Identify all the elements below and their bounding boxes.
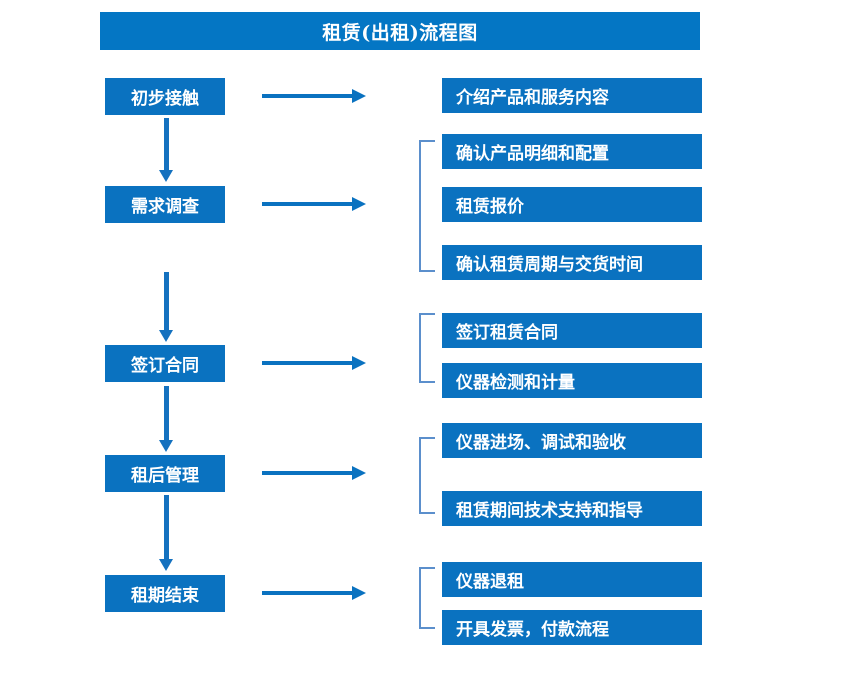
detail-label: 确认租赁周期与交货时间 bbox=[456, 255, 643, 275]
right-arrow-stage-2 bbox=[262, 197, 366, 211]
right-arrow-stage-5 bbox=[262, 586, 366, 600]
arrow-head bbox=[352, 466, 366, 480]
stage-label: 租期结束 bbox=[131, 586, 199, 606]
detail-box-1[interactable]: 介绍产品和服务内容 bbox=[442, 78, 702, 113]
detail-label: 签订租赁合同 bbox=[456, 323, 558, 343]
arrow-shaft bbox=[164, 272, 169, 330]
arrow-shaft bbox=[262, 471, 352, 475]
down-arrow-stage-1-to-2 bbox=[159, 118, 173, 182]
stage-label: 需求调查 bbox=[131, 197, 199, 217]
arrow-head bbox=[159, 170, 173, 182]
detail-label: 仪器进场、调试和验收 bbox=[456, 433, 626, 453]
detail-box-9[interactable]: 仪器退租 bbox=[442, 562, 702, 597]
detail-box-3[interactable]: 租赁报价 bbox=[442, 187, 702, 222]
detail-label: 介绍产品和服务内容 bbox=[456, 88, 609, 108]
arrow-head bbox=[159, 559, 173, 571]
stage-box-2[interactable]: 需求调查 bbox=[105, 186, 225, 223]
down-arrow-stage-2-to-3 bbox=[159, 272, 173, 342]
detail-label: 开具发票，付款流程 bbox=[456, 620, 609, 640]
right-arrow-stage-3 bbox=[262, 356, 366, 370]
arrow-shaft bbox=[262, 591, 352, 595]
detail-box-8[interactable]: 租赁期间技术支持和指导 bbox=[442, 491, 702, 526]
arrow-shaft bbox=[262, 94, 352, 98]
arrow-head bbox=[352, 89, 366, 103]
group-bracket-4 bbox=[419, 437, 435, 514]
detail-label: 租赁期间技术支持和指导 bbox=[456, 501, 643, 521]
group-bracket-5 bbox=[419, 567, 435, 629]
arrow-head bbox=[352, 356, 366, 370]
arrow-head bbox=[159, 330, 173, 342]
arrow-shaft bbox=[164, 118, 169, 170]
stage-box-4[interactable]: 租后管理 bbox=[105, 455, 225, 492]
detail-box-6[interactable]: 仪器检测和计量 bbox=[442, 363, 702, 398]
stage-box-5[interactable]: 租期结束 bbox=[105, 575, 225, 612]
detail-label: 仪器退租 bbox=[456, 572, 524, 592]
detail-box-7[interactable]: 仪器进场、调试和验收 bbox=[442, 423, 702, 458]
detail-box-5[interactable]: 签订租赁合同 bbox=[442, 313, 702, 348]
chart-title-bar: 租赁(出租)流程图 bbox=[100, 12, 700, 50]
stage-label: 初步接触 bbox=[131, 89, 199, 109]
right-arrow-stage-1 bbox=[262, 89, 366, 103]
down-arrow-stage-3-to-4 bbox=[159, 386, 173, 452]
arrow-head bbox=[352, 586, 366, 600]
arrow-shaft bbox=[262, 361, 352, 365]
group-bracket-2 bbox=[419, 140, 435, 272]
arrow-shaft bbox=[164, 386, 169, 440]
stage-label: 租后管理 bbox=[131, 466, 199, 486]
arrow-head bbox=[352, 197, 366, 211]
stage-label: 签订合同 bbox=[131, 356, 199, 376]
detail-label: 租赁报价 bbox=[456, 197, 524, 217]
detail-label: 确认产品明细和配置 bbox=[456, 144, 609, 164]
page-title: 租赁(出租)流程图 bbox=[322, 21, 478, 44]
detail-label: 仪器检测和计量 bbox=[456, 373, 575, 393]
down-arrow-stage-4-to-5 bbox=[159, 495, 173, 571]
arrow-head bbox=[159, 440, 173, 452]
arrow-shaft bbox=[164, 495, 169, 559]
arrow-shaft bbox=[262, 202, 352, 206]
detail-box-10[interactable]: 开具发票，付款流程 bbox=[442, 610, 702, 645]
detail-box-2[interactable]: 确认产品明细和配置 bbox=[442, 134, 702, 169]
stage-box-3[interactable]: 签订合同 bbox=[105, 345, 225, 382]
group-bracket-3 bbox=[419, 313, 435, 383]
stage-box-1[interactable]: 初步接触 bbox=[105, 78, 225, 115]
detail-box-4[interactable]: 确认租赁周期与交货时间 bbox=[442, 245, 702, 280]
right-arrow-stage-4 bbox=[262, 466, 366, 480]
